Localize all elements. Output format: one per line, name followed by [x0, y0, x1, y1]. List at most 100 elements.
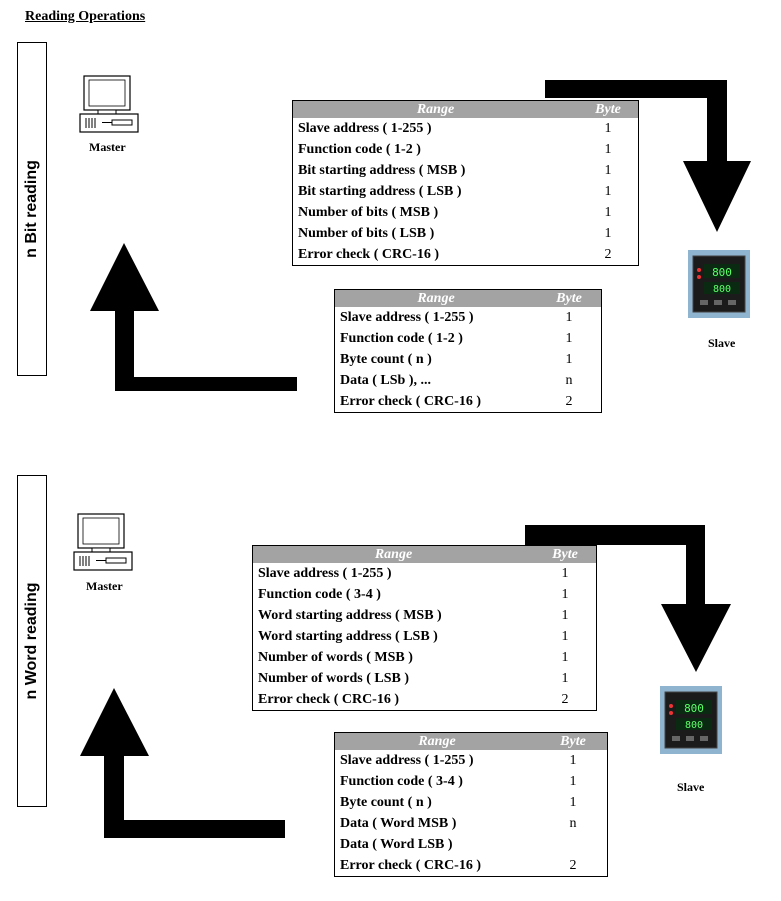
- range-cell: Byte count ( n ): [340, 352, 432, 367]
- side-label: n Bit reading: [23, 160, 40, 258]
- byte-cell: 1: [569, 774, 577, 789]
- svg-text:800: 800: [685, 720, 703, 731]
- table-row: Slave address ( 1-255 ) 1: [335, 307, 601, 328]
- range-cell: Error check ( CRC-16 ): [340, 394, 482, 409]
- byte-cell: 1: [565, 331, 573, 346]
- table-row: Data ( Word MSB ) n: [335, 813, 607, 834]
- table-row: Error check ( CRC-16 ) 2: [335, 391, 601, 412]
- slave-label: Slave: [677, 780, 705, 794]
- request-table-word: Range Byte Slave address ( 1-255 ) 1 Func…: [252, 545, 597, 711]
- table-row: Function code ( 3-4 ) 1: [335, 771, 607, 792]
- side-label: n Word reading: [23, 582, 40, 700]
- table-row: Number of bits ( LSB )1: [293, 223, 638, 244]
- table-row: Data ( Word LSB ): [335, 834, 607, 855]
- table-row: Function code ( 1-2 ) 1: [335, 328, 601, 349]
- byte-cell: 1: [604, 184, 612, 199]
- table-row: Function code ( 3-4 ) 1: [253, 584, 596, 605]
- table-row: Slave address ( 1-255 ) 1: [253, 563, 596, 584]
- byte-cell: 1: [604, 121, 612, 136]
- byte-cell: [539, 834, 607, 855]
- response-table-bit: Range Byte Slave address ( 1-255 ) 1 Func…: [334, 289, 602, 413]
- range-header: Range: [253, 546, 534, 563]
- request-arrow-1: [545, 80, 751, 232]
- range-cell: Error check ( CRC-16 ): [258, 692, 400, 707]
- range-cell: Function code ( 3-4 ): [340, 774, 463, 789]
- svg-text:800: 800: [684, 702, 704, 715]
- range-cell: Error check ( CRC-16 ): [340, 858, 482, 873]
- table-row: Word starting address ( MSB ) 1: [253, 605, 596, 626]
- range-cell: Slave address ( 1-255 ): [340, 753, 474, 768]
- response-arrow-2: [80, 688, 285, 838]
- side-box-word-reading: n Word reading: [17, 475, 47, 807]
- range-cell: Number of bits ( LSB ): [298, 226, 435, 241]
- svg-text:800: 800: [712, 266, 732, 279]
- table-row: Byte count ( n ) 1: [335, 792, 607, 813]
- table-row: Data ( LSb ), ... n: [335, 370, 601, 391]
- controller-device-icon: 800 800: [688, 250, 750, 323]
- response-arrow-1: [90, 243, 297, 391]
- range-cell: Word starting address ( MSB ): [258, 608, 442, 623]
- range-cell: Function code ( 3-4 ): [258, 587, 381, 602]
- byte-cell: 1: [604, 205, 612, 220]
- table-row: Word starting address ( LSB )1: [253, 626, 596, 647]
- range-cell: Number of bits ( MSB ): [298, 205, 439, 220]
- slave-label: Slave: [708, 336, 736, 350]
- byte-cell: 2: [565, 394, 573, 409]
- byte-header: Byte: [534, 546, 596, 563]
- master-label: Master: [89, 140, 126, 154]
- byte-cell: 1: [561, 608, 569, 623]
- response-table-word: Range Byte Slave address ( 1-255 )1 Func…: [334, 732, 608, 877]
- table-row: Slave address ( 1-255 ) 1: [293, 118, 638, 139]
- table-row: Number of words ( MSB )1: [253, 647, 596, 668]
- table-row: Slave address ( 1-255 )1: [335, 750, 607, 771]
- range-header: Range: [293, 101, 578, 118]
- byte-cell: 1: [604, 163, 612, 178]
- range-cell: Data ( LSb ), ...: [340, 373, 432, 388]
- table-row: Bit starting address ( MSB ) 1: [293, 160, 638, 181]
- byte-header: Byte: [578, 101, 638, 118]
- byte-cell: n: [565, 373, 573, 388]
- byte-cell: 1: [561, 671, 569, 686]
- byte-cell: 1: [565, 352, 573, 367]
- table-row: Bit starting address ( LSB ) 1: [293, 181, 638, 202]
- master-label: Master: [86, 579, 123, 593]
- request-arrow-2: [525, 525, 731, 672]
- byte-cell: 1: [569, 795, 577, 810]
- byte-cell: 1: [604, 142, 612, 157]
- page-title: Reading Operations: [25, 9, 146, 24]
- byte-cell: 2: [604, 247, 612, 262]
- range-cell: Data ( Word MSB ): [340, 816, 457, 831]
- range-cell: Bit starting address ( LSB ): [298, 184, 462, 199]
- range-cell: Function code ( 1-2 ): [298, 142, 421, 157]
- range-cell: Number of words ( LSB ): [258, 671, 410, 686]
- byte-cell: 1: [565, 310, 573, 325]
- range-cell: Byte count ( n ): [340, 795, 432, 810]
- table-row: Error check ( CRC-16 ) 2: [293, 244, 638, 265]
- byte-header: Byte: [537, 290, 601, 307]
- byte-cell: 1: [561, 587, 569, 602]
- range-cell: Function code ( 1-2 ): [340, 331, 463, 346]
- byte-cell: 1: [561, 629, 569, 644]
- byte-header: Byte: [539, 733, 607, 750]
- table-row: Error check ( CRC-16 ) 2: [335, 855, 607, 876]
- range-cell: Slave address ( 1-255 ): [258, 566, 392, 581]
- range-header: Range: [335, 733, 539, 750]
- request-table-bit: Range Byte Slave address ( 1-255 ) 1 Func…: [292, 100, 639, 266]
- range-cell: Slave address ( 1-255 ): [298, 121, 432, 136]
- range-cell: Bit starting address ( MSB ): [298, 163, 466, 178]
- byte-cell: n: [569, 816, 577, 831]
- range-cell: Slave address ( 1-255 ): [340, 310, 474, 325]
- table-row: Error check ( CRC-16 )2: [253, 689, 596, 710]
- byte-cell: 1: [561, 566, 569, 581]
- computer-icon: [78, 74, 142, 143]
- table-row: Number of bits ( MSB ) 1: [293, 202, 638, 223]
- svg-text:800: 800: [713, 284, 731, 295]
- range-cell: Error check ( CRC-16 ): [298, 247, 440, 262]
- range-header: Range: [335, 290, 537, 307]
- range-cell: Data ( Word LSB ): [340, 837, 453, 852]
- byte-cell: 2: [569, 858, 577, 873]
- range-cell: Number of words ( MSB ): [258, 650, 413, 665]
- table-row: Number of words ( LSB ) 1: [253, 668, 596, 689]
- side-box-bit-reading: n Bit reading: [17, 42, 47, 376]
